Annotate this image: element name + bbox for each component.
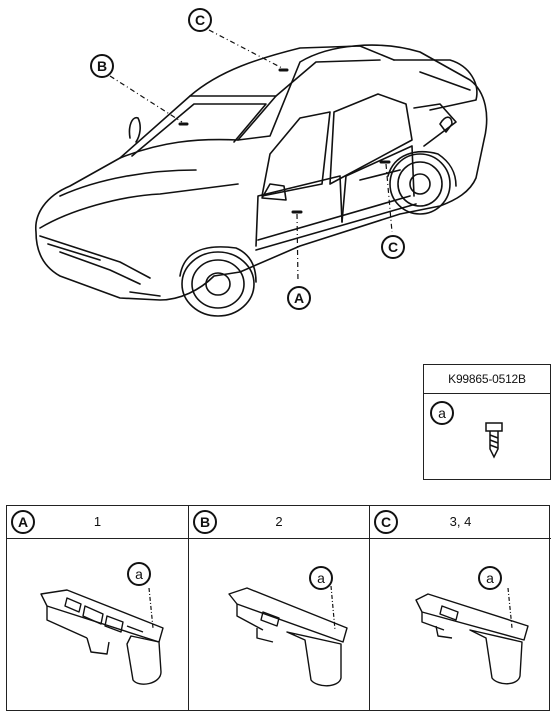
part-code: K99865-0512B bbox=[424, 365, 550, 394]
column-fastener-a: a bbox=[127, 562, 151, 586]
column-fastener-c: a bbox=[478, 566, 502, 590]
column-fastener-b: a bbox=[309, 566, 333, 590]
switch-illustration-b bbox=[228, 585, 348, 687]
column-number-a: 1 bbox=[93, 514, 102, 529]
column-letter-a: A bbox=[11, 510, 35, 534]
switch-illustration-a bbox=[40, 587, 164, 685]
column-letter-b: B bbox=[193, 510, 217, 534]
column-number-c: 3, 4 bbox=[449, 514, 472, 529]
switch-illustration-c bbox=[415, 587, 529, 685]
column-c: C 3, 4 a bbox=[370, 506, 551, 710]
fastener-legend-box: K99865-0512B a bbox=[423, 364, 551, 480]
column-number-b: 2 bbox=[275, 514, 283, 529]
column-letter-c: C bbox=[374, 510, 398, 534]
column-a: A 1 a bbox=[7, 506, 189, 710]
callout-c-side: C bbox=[381, 235, 405, 259]
callout-b: B bbox=[90, 54, 114, 78]
column-b: B 2 a bbox=[189, 506, 370, 710]
screw-icon bbox=[485, 422, 503, 459]
car-illustration bbox=[35, 29, 488, 317]
fastener-label-a: a bbox=[430, 401, 454, 425]
callout-a: A bbox=[287, 286, 311, 310]
callout-c-top: C bbox=[188, 8, 212, 32]
switch-table: A 1 a B 2 a bbox=[6, 505, 551, 711]
